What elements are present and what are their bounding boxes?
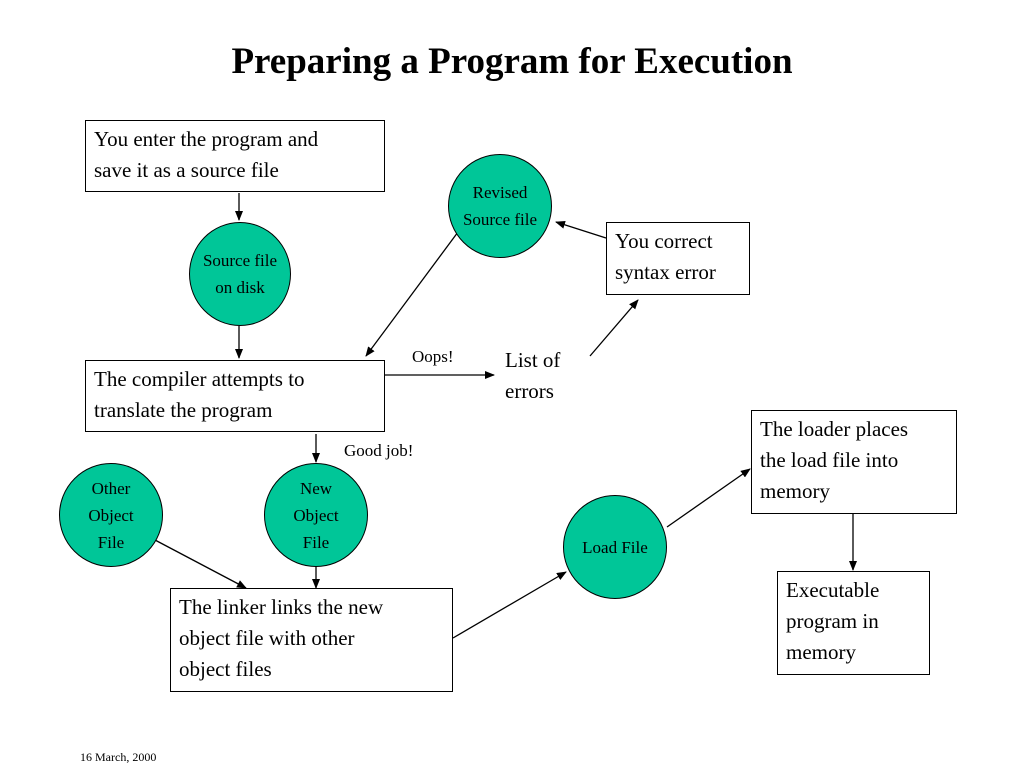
source-file-node: Source file on disk (189, 222, 291, 326)
arrow-revised-to-compiler (365, 231, 459, 357)
arrow-correct-to-revised (555, 220, 607, 239)
loader-line-1: The loader places (760, 417, 909, 441)
executable-box: Executable program in memory (777, 571, 930, 675)
arrow-errors-to-correct (589, 299, 639, 357)
revised-source-line-1: Revised (472, 183, 528, 202)
new-object-line-3: File (302, 532, 330, 552)
arrow-other-object-to-linker (154, 539, 247, 589)
arrow-linker-to-load-file (452, 571, 567, 639)
new-object-line-2: Object (293, 505, 339, 525)
other-object-file-node: Other Object File (59, 463, 163, 567)
load-file-node: Load File (563, 495, 667, 599)
list-of-errors-line-2: errors (505, 379, 554, 403)
source-file-line-2: on disk (215, 278, 265, 297)
new-object-file-node: New Object File (264, 463, 368, 567)
enter-program-line-2: save it as a source file (94, 158, 279, 182)
loader-line-2: the load file into (760, 448, 899, 472)
executable-line-3: memory (786, 640, 856, 664)
linker-line-1: The linker links the new (179, 595, 384, 619)
compiler-box: The compiler attempts to translate the p… (85, 360, 385, 432)
compiler-line-2: translate the program (94, 398, 273, 422)
load-file-line-1: Load File (582, 537, 648, 557)
other-object-line-1: Other (91, 478, 131, 498)
other-object-line-3: File (97, 532, 125, 552)
footer-date: 16 March, 2000 (80, 750, 157, 764)
executable-line-2: program in (786, 609, 879, 633)
new-object-line-1: New (299, 478, 333, 498)
oops-label: Oops! (412, 347, 454, 366)
page-title: Preparing a Program for Execution (231, 41, 793, 82)
enter-program-line-1: You enter the program and (94, 127, 319, 151)
correct-error-line-2: syntax error (615, 260, 716, 284)
revised-source-line-2: Source file (462, 210, 538, 229)
list-of-errors-line-1: List of (505, 348, 561, 372)
enter-program-box: You enter the program and save it as a s… (85, 120, 385, 192)
loader-line-3: memory (760, 479, 830, 503)
source-file-line-1: Source file (202, 251, 278, 270)
list-of-errors-label: List of errors (505, 345, 560, 407)
executable-line-1: Executable (786, 578, 880, 602)
linker-box: The linker links the new object file wit… (170, 588, 453, 692)
revised-source-node: Revised Source file (448, 154, 552, 258)
other-object-line-2: Object (88, 505, 134, 525)
compiler-line-1: The compiler attempts to (94, 367, 305, 391)
good-job-label: Good job! (344, 441, 414, 460)
loader-box: The loader places the load file into mem… (751, 410, 957, 514)
arrow-load-file-to-loader (666, 468, 751, 528)
correct-error-line-1: You correct (615, 229, 713, 253)
linker-line-3: object files (179, 657, 272, 681)
correct-error-box: You correct syntax error (606, 222, 750, 295)
linker-line-2: object file with other (179, 626, 355, 650)
